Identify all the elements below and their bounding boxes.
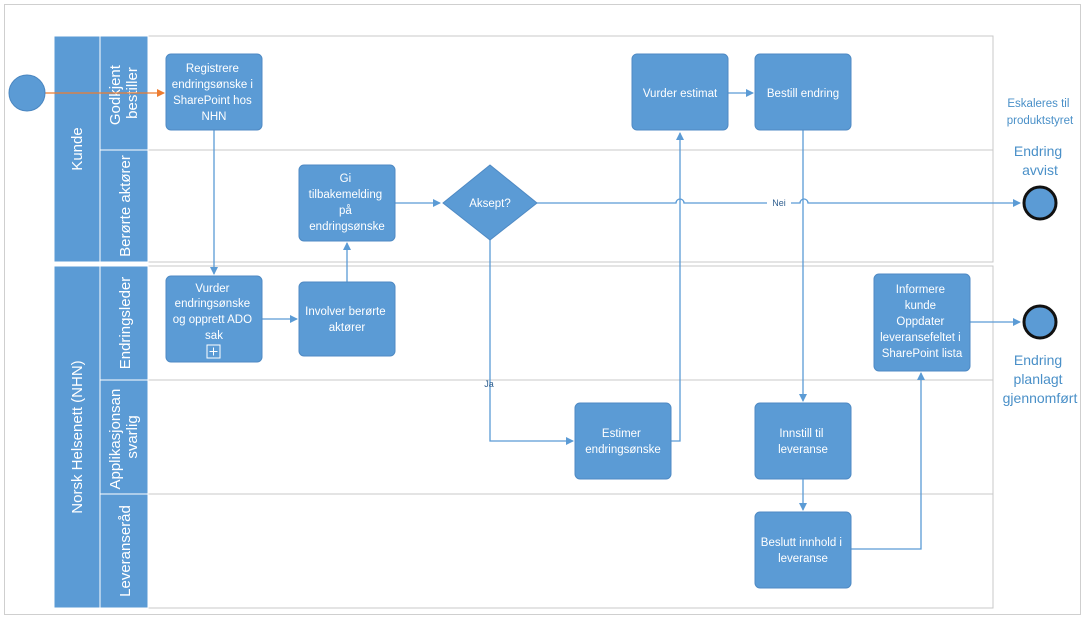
task-label: Bestill endring [767,88,839,100]
pool-nhn: Norsk Helsenett (NHN) [53,265,101,609]
lane-header [99,493,149,609]
flow-label-bg [767,197,791,208]
task-tilbakemelding[interactable]: Gi tilbakemelding på endringsønske [298,164,396,242]
task-registrere[interactable]: Registrere endringsønske i SharePoint ho… [165,53,263,131]
task-involver[interactable]: Involver berørte aktører [298,281,396,357]
lane-grid [147,35,994,609]
task-estimer[interactable]: Estimer endringsønske [574,402,672,480]
end-event-planlagt[interactable] [1022,304,1058,340]
task-shape [165,275,263,363]
pool-kunde: Kunde [53,35,101,263]
kunde-pool-body [147,35,994,263]
task-bestill[interactable]: Bestill endring [754,53,852,131]
flow-label-nei: Nei [772,198,786,208]
sequence-flows [45,89,1021,550]
flow-label-ja: Ja [484,379,494,389]
end-event-circle [1022,304,1058,340]
lane-berorte: Berørte aktører [99,149,149,263]
lane-label-applikasjon: Applikasjonsan svarlig [107,384,141,489]
task-shape [631,53,729,131]
task-label: Beslutt innhold i leveranse [761,537,845,565]
pool-header [53,265,101,609]
gateway-aksept[interactable]: Aksept? [442,164,538,241]
lane-header [99,149,149,263]
nhn-pool-body [147,265,994,609]
task-vurder-endringsonske[interactable]: Vurder endringsønske og opprett ADO sak [165,275,263,363]
task-shape [574,402,672,480]
task-label: Estimer endringsønske [585,428,660,456]
flow-aksept-nei [537,198,1021,207]
lane-label-endringsleder: Endringsleder [117,277,134,370]
task-shape [165,53,263,131]
task-beslutt[interactable]: Beslutt innhold i leveranse [754,511,852,589]
task-label: Vurder endringsønske og opprett ADO sak [173,283,255,342]
task-label: Involver berørte aktører [305,306,389,334]
lane-label-leveranserad: Leveranseråd [117,505,134,597]
pool-label-nhn: Norsk Helsenett (NHN) [69,360,86,513]
task-shape [298,281,396,357]
task-innstill[interactable]: Innstill til leveranse [754,402,852,480]
task-vurder-estimat[interactable]: Vurder estimat [631,53,729,131]
escalation-note: Eskaleres til produktstyret [1007,98,1074,127]
task-shape [298,164,396,242]
task-label: Registrere endringsønske i SharePoint ho… [172,63,256,123]
diagram-frame [4,4,1081,615]
start-event[interactable] [8,74,46,112]
flow-aksept-ja [489,240,574,445]
subprocess-plus-icon[interactable] [206,344,221,359]
flow-beslutt-to-informere [851,372,925,550]
gateway-diamond [442,164,538,241]
task-label: Innstill til leveranse [778,428,828,456]
flow-estimer-to-vurder-estimat [671,132,684,442]
lane-applikasjon: Applikasjonsan svarlig [99,379,149,495]
lane-header [99,265,149,381]
task-shape [754,402,852,480]
lane-label-berorte: Berørte aktører [117,155,134,257]
pool-label-kunde: Kunde [69,127,86,170]
lane-leveranserad: Leveranseråd [99,493,149,609]
end-label-avvist: Endring avvist [1014,143,1066,178]
lane-endringsleder: Endringsleder [99,265,149,381]
pool-header [53,35,101,263]
task-shape [754,511,852,589]
end-label-planlagt: Endring planlagt gjennomført [1003,352,1078,406]
task-shape [873,273,971,372]
gateway-label: Aksept? [469,198,511,210]
task-label: Informere kunde Oppdater leveransefeltet… [880,284,964,360]
end-event-circle [1022,185,1058,221]
task-shape [754,53,852,131]
end-event-avvist[interactable] [1022,185,1058,221]
task-label: Vurder estimat [643,88,718,100]
task-label: Gi tilbakemelding på endringsønske [309,173,386,233]
task-informere[interactable]: Informere kunde Oppdater leveransefeltet… [873,273,971,372]
